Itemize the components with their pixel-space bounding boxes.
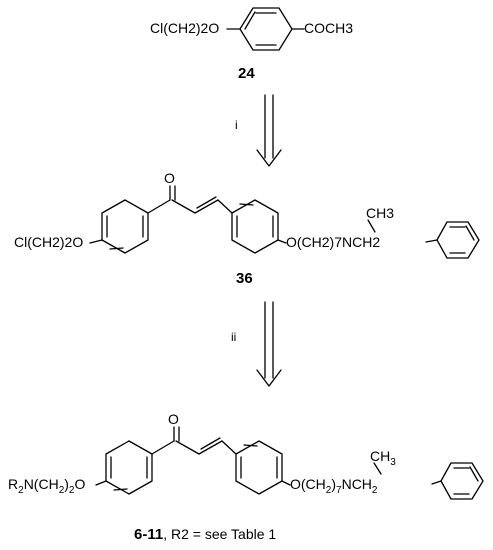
benzene-ring-benzyl bbox=[436, 221, 480, 259]
compound-36: Cl(CH2)2O O O(CH2)7NCH2 CH3 bbox=[14, 170, 480, 287]
compound-6-11-left-group: R2N(CH2)2O bbox=[8, 476, 85, 496]
alkene-bond bbox=[198, 440, 223, 455]
compound-36-left-group: Cl(CH2)2O bbox=[14, 234, 83, 250]
benzene-ring-left bbox=[101, 199, 149, 254]
step-2-reagent: ii bbox=[231, 330, 236, 344]
bond bbox=[425, 239, 438, 243]
reaction-arrow-step-1: i bbox=[235, 94, 282, 167]
bond bbox=[175, 440, 200, 455]
bond bbox=[89, 239, 103, 244]
compound-6-11-right-chain: O(CH2)7NCH2 bbox=[290, 476, 378, 496]
bond bbox=[221, 440, 237, 455]
compound-36-methyl: CH3 bbox=[366, 205, 394, 221]
n-methyl-bond bbox=[367, 219, 376, 233]
compound-6-11-caption: 6-11, R2 = see Table 1 bbox=[134, 526, 276, 543]
compound-6-11-caption-suffix: , R2 = see Table 1 bbox=[163, 526, 276, 542]
compound-36-number: 36 bbox=[236, 270, 253, 287]
compound-6-11-number: 6-11 bbox=[134, 526, 163, 543]
compound-24-left-group: Cl(CH2)2O bbox=[150, 20, 219, 36]
bond bbox=[151, 440, 175, 455]
benzene-ring-right bbox=[231, 199, 279, 254]
alkene-bond bbox=[196, 196, 217, 209]
bond bbox=[431, 480, 442, 485]
benzene-ring bbox=[239, 7, 293, 51]
step-1-reagent: i bbox=[235, 118, 238, 132]
compound-36-carbonyl-oxygen: O bbox=[164, 170, 175, 186]
bond bbox=[171, 199, 196, 214]
reaction-arrow-step-2: ii bbox=[231, 301, 282, 387]
compound-6-11: R2N(CH2)2O O O(CH2)7NCH2 CH3 bbox=[8, 411, 484, 543]
bond bbox=[217, 199, 233, 214]
bond bbox=[277, 239, 287, 244]
compound-6-11-carbonyl-oxygen: O bbox=[168, 411, 179, 427]
benzene-ring-benzyl bbox=[440, 462, 484, 500]
alkene-bond bbox=[194, 199, 219, 214]
compound-24-right-group: COCH3 bbox=[304, 20, 353, 36]
bond bbox=[281, 480, 291, 486]
alkene-bond bbox=[200, 437, 221, 450]
benzene-ring-left bbox=[105, 440, 153, 495]
bond bbox=[147, 199, 171, 214]
compound-36-right-chain: O(CH2)7NCH2 bbox=[286, 234, 380, 250]
compound-6-11-methyl: CH3 bbox=[370, 448, 396, 468]
n-methyl-bond bbox=[373, 462, 382, 475]
compound-24: Cl(CH2)2O COCH3 24 bbox=[150, 7, 353, 82]
benzene-ring-right bbox=[235, 440, 283, 495]
compound-24-number: 24 bbox=[238, 65, 255, 82]
bond bbox=[95, 480, 107, 486]
